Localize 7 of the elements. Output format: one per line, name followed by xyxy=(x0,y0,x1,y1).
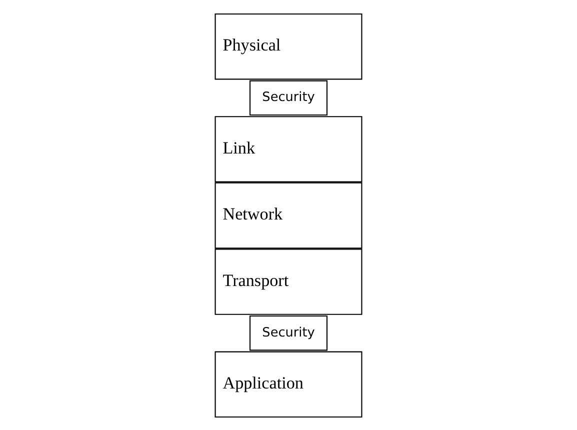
node-box: Link xyxy=(214,116,362,182)
node-box: Security xyxy=(249,314,328,350)
node-box: Application xyxy=(214,350,362,418)
node-box: Security xyxy=(249,80,328,116)
node-box: Physical xyxy=(214,12,362,80)
node-box: Network xyxy=(214,182,362,248)
node-box: Transport xyxy=(214,248,362,314)
